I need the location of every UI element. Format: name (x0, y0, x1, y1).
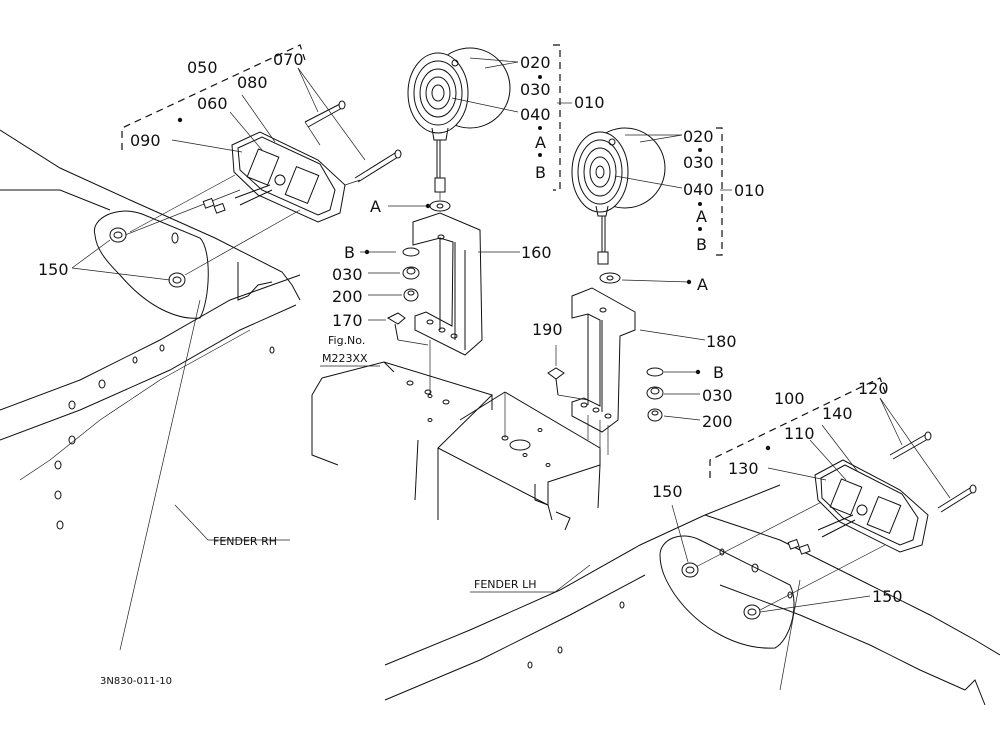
label-160: 160 (521, 243, 552, 262)
tail-lamp-rh (202, 131, 346, 223)
label-010-top: 010 (574, 93, 605, 112)
label-180: 180 (706, 332, 737, 351)
callout-dots (538, 75, 702, 231)
washer-a-top (429, 200, 451, 212)
nut-150-right-a (681, 562, 699, 578)
spacer-030-mid-right (646, 386, 664, 400)
label-150-right-top: 150 (652, 482, 683, 501)
label-200-mid-left: 200 (332, 287, 363, 306)
label-010-right: 010 (734, 181, 765, 200)
label-170: 170 (332, 311, 363, 330)
screw-120-b (937, 484, 977, 513)
label-b-mid-right: B (713, 363, 724, 382)
label-fender-rh: FENDER RH (213, 535, 277, 548)
bolt-170 (386, 312, 406, 341)
label-030-mid-right: 030 (702, 386, 733, 405)
label-fig-no: Fig.No. (328, 334, 365, 347)
label-a-right: A (696, 207, 707, 226)
label-070: 070 (273, 50, 304, 69)
label-b-mid-left: B (344, 243, 355, 262)
label-040-top: 040 (520, 105, 551, 124)
label-b-top: B (535, 163, 546, 182)
bracket-010-top (553, 44, 561, 191)
label-a-mid-left: A (370, 197, 381, 216)
label-120: 120 (858, 379, 889, 398)
label-030-mid-left: 030 (332, 265, 363, 284)
label-140: 140 (822, 404, 853, 423)
label-050: 050 (187, 58, 218, 77)
part-labels: 050 070 080 060 090 150 020 030 040 A B … (38, 50, 903, 687)
nut-150-left-a (109, 227, 127, 243)
label-090: 090 (130, 131, 161, 150)
label-030-top: 030 (520, 80, 551, 99)
washer-a-right (599, 272, 621, 284)
nut-150-right-b (743, 604, 761, 620)
work-lamp-top (407, 47, 511, 200)
label-080: 080 (237, 73, 268, 92)
leader-lines (71, 57, 951, 613)
label-020-top: 020 (520, 53, 551, 72)
drawing-code: 3N830-011-10 (100, 676, 172, 687)
label-200-mid-right: 200 (702, 412, 733, 431)
label-040-right: 040 (683, 180, 714, 199)
label-130: 130 (728, 459, 759, 478)
label-b-right: B (696, 235, 707, 254)
group-050-bracket (121, 44, 306, 150)
label-fender-lh: FENDER LH (474, 578, 536, 591)
label-060: 060 (197, 94, 228, 113)
nut-150-left-b (168, 272, 186, 288)
fender-lh-outline (384, 484, 1000, 706)
screw-070-b (354, 149, 402, 183)
label-a-top: A (535, 133, 546, 152)
nut-200-mid-left (403, 288, 419, 302)
screw-070-a (304, 100, 346, 128)
work-lamp-right (571, 127, 666, 265)
fender-rh-holes (54, 232, 275, 530)
label-fig-ref: M223XX (322, 352, 368, 365)
tail-lamp-lh (787, 459, 929, 555)
label-020-right: 020 (683, 127, 714, 146)
bracket-160 (412, 212, 483, 356)
cab-frame (311, 361, 609, 531)
nut-200-mid-right (647, 408, 663, 422)
label-030-right: 030 (683, 153, 714, 172)
label-150-left: 150 (38, 260, 69, 279)
screw-120-a (889, 431, 932, 460)
fender-lh-holes (527, 548, 793, 669)
bracket-010-right (716, 127, 723, 256)
label-190: 190 (532, 320, 563, 339)
washer-b-mid-left (402, 247, 420, 257)
label-100: 100 (774, 389, 805, 408)
group-100-bracket (709, 377, 886, 478)
spacer-030-mid-left (402, 266, 420, 280)
label-150-right-bottom: 150 (872, 587, 903, 606)
label-a-mid-right: A (697, 275, 708, 294)
label-110: 110 (784, 424, 815, 443)
bolt-190 (547, 367, 565, 396)
bracket-180 (571, 287, 636, 433)
washer-b-mid-right (646, 367, 664, 377)
fender-rh-outline (0, 129, 301, 651)
